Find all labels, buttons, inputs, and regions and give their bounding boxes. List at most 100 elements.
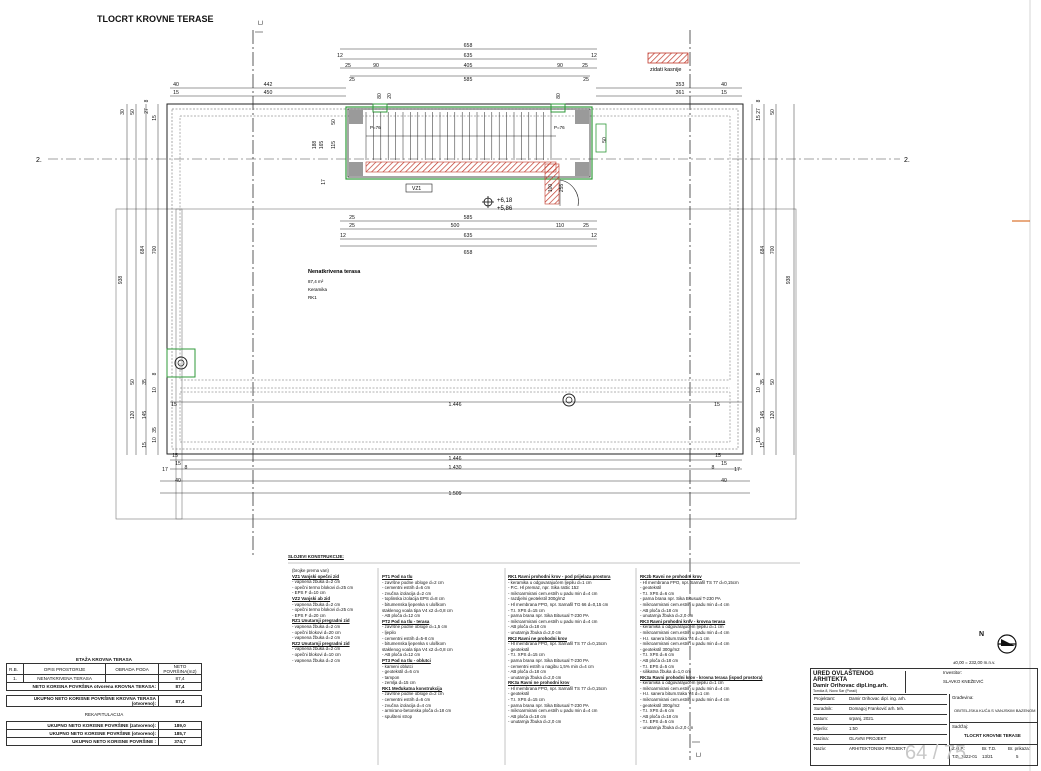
legend-line: - keramika u odgovarajućem ljepilu d=1 c…: [640, 680, 724, 686]
legend-line: RZ1 Unutarnji pregradni zid: [292, 618, 350, 624]
dimension-label: 90: [373, 63, 379, 69]
dimension-label: 50: [130, 379, 136, 385]
investor-cell: Investitor: SLAVKO KNEŽEVIĆ: [907, 670, 1037, 692]
recap-row-label: UKUPNO NETO KORISNE POVRŠINE (otvoreno):: [6, 729, 159, 738]
legend-line: - vapnena žbuka d=2 cm: [292, 657, 341, 663]
legend-line: - H.I. sanera bitum.traka V4 d=1 cm: [640, 635, 710, 641]
dimension-label: 12: [337, 53, 343, 59]
sadrzaj-label: Sadržaj:: [952, 724, 969, 729]
legend-line: - T.I. XPS d=15 cm: [508, 652, 545, 658]
dimension-label: 50: [770, 379, 776, 385]
legend-title: SLOJEVI KONSTRUKCIJE:: [288, 554, 344, 559]
recap-row-value: 374,7: [158, 737, 202, 746]
legend-line: - Hl membrana FPO, npr. Sarnafil TG 66 d…: [508, 601, 609, 607]
stair-pitch-left: P=76: [370, 125, 381, 130]
legend-line: - EPS F d=20 cm: [292, 612, 326, 618]
legend-line: - cementni estrih d=6 cm: [382, 697, 431, 703]
legend-line: - P.C. Hl premaz, npr. Sika rattic 152: [508, 585, 579, 591]
legend-line: - vapnena žbuka d=2 cm: [292, 579, 341, 585]
dimension-label: 15: [171, 402, 177, 408]
legend-line: - AB ploča d=18 cm: [640, 713, 679, 719]
dimension-label: 658: [464, 43, 473, 49]
dimension-label: 50: [770, 109, 776, 115]
legend-line: - zvučna izolacija d=2 cm: [382, 590, 432, 596]
legend-line: - T.I. XPS d=15 cm: [508, 697, 545, 703]
row-suradnik: Suradnik: Domagoj Franković arh. teh.: [813, 704, 947, 714]
dimension-label: 17: [321, 179, 327, 185]
dimension-label: 50: [602, 137, 608, 143]
dimension-label: 10: [152, 437, 158, 443]
legend-line: - bitumenska ljepenka s uloškom: [382, 601, 446, 607]
dimension-label: 17: [734, 467, 740, 473]
naziv-label: Naziv:: [814, 746, 827, 751]
room-finish: Keramika: [308, 287, 328, 292]
area-table-title: ETAŽA KROVNA TERASA: [76, 657, 132, 662]
legend-line: - cementni estrih d=5-8 cm: [382, 635, 435, 641]
dimension-label: 8: [756, 372, 762, 375]
title-block: URED OVLAŠTENOG ARHITEKTA Damir Orihovac…: [810, 668, 1038, 766]
legend-line: - bitumenska ljepenka s uloškom: [382, 641, 446, 647]
projektant-label: Projektant:: [814, 696, 835, 701]
legend-column-1: (brojke prema van)VZ1 Vanjski opečni zid…: [292, 568, 353, 663]
broj-value: 13/21: [982, 754, 993, 759]
legend-line: - mikroarmirani cem.estrih u padu min d=…: [508, 590, 598, 596]
zop-label: Z.O.P.:: [952, 746, 966, 751]
firm-info: URED OVLAŠTENOG ARHITEKTA Damir Orihovac…: [813, 671, 906, 693]
dimension-label: 8: [144, 99, 150, 102]
dimension-label: 145: [142, 411, 148, 420]
legend-line: - H.I. sanera bitum.traka V4 d=1 cm: [640, 691, 710, 697]
legend-line: - T.I. XPS d=15 cm: [508, 607, 545, 613]
legend-line: - mikroarmirani cem.estrih u padu min d=…: [640, 697, 730, 703]
dimension-label: 353: [676, 82, 685, 88]
mjerilo-label: Mjerilo:: [814, 726, 829, 731]
legend-line: - AB ploča d=18 cm: [508, 624, 547, 630]
row-projektant: Projektant: Damir Orihovac dipl. ing. ar…: [813, 694, 947, 704]
legend-line: VZ1 Vanjski opečni zid: [292, 573, 340, 579]
legend-line: - armirano-betonska ploča d=18 cm: [382, 708, 452, 714]
legend-line: - T.I. EPS d=5 cm: [640, 719, 675, 725]
legend-line: - geotekstil: [508, 691, 530, 697]
dimension-label: 450: [264, 90, 273, 96]
legend-line: - AB ploča d=18 cm: [508, 669, 547, 675]
dimension-label: 684: [760, 246, 766, 255]
room-name: Nenatkrivena terasa: [308, 269, 361, 275]
legend-line: staklenog voala tipa V4 x2 d=0,8 cm: [382, 607, 453, 613]
dimension-label: 12: [591, 233, 597, 239]
firm-address: Tomića 8, Novo Sar (Porač): [813, 689, 858, 693]
legend-line: - AB ploča d=18 cm: [640, 657, 679, 663]
table-row: 1. NENATKRIVENA TERASA 87,4: [6, 674, 202, 683]
legend-line: - mikroarmirani cem.estrih u padu min d=…: [640, 601, 730, 607]
dimension-label: 15: [714, 402, 720, 408]
dimension-label: 12: [591, 53, 597, 59]
dimension-label: 938: [786, 276, 792, 285]
total-open-value: 87,4: [158, 682, 202, 691]
legend-column-3: RK1 Ravni prohodni krov - pod prijelaza …: [508, 574, 610, 725]
dimension-label: 165: [319, 141, 325, 150]
legend-line: - razdjelni geotekstil 300g/m2: [508, 596, 566, 602]
mjerilo-value: 1:50: [849, 726, 858, 731]
dimension-label: 12: [340, 233, 346, 239]
legend-line: - završne podne obloge d=2 cm: [382, 579, 444, 585]
investor-label: Investitor:: [943, 670, 963, 675]
dimension-label: 8: [712, 465, 715, 471]
dimension-label: 35: [142, 379, 148, 385]
dimension-label: 35: [760, 379, 766, 385]
dimension-label: 25: [349, 215, 355, 221]
legend-column-4: RK2b Ravni ne prohodni krov- Hl membrana…: [640, 574, 762, 731]
dimension-label: 15: [175, 461, 181, 467]
dimension-label: 15: [142, 442, 148, 448]
legend-line: (brojke prema van): [292, 568, 329, 573]
naziv-value: ARHITEKTONSKI PROJEKT: [849, 746, 906, 751]
stair-pitch-right: P=76: [554, 125, 565, 130]
dimension-label: 1.430: [449, 465, 462, 471]
legend-line: - geotekstil d=6 cm: [382, 669, 419, 675]
dimension-label: 145: [760, 411, 766, 420]
section-marker-right: 2.: [904, 157, 910, 164]
gradevina-value: OBITELJSKA KUĆA S VANJSKIM BAZENOM: [954, 708, 1036, 713]
reference-mark: └┘: [694, 752, 703, 760]
dimension-label: 100: [548, 184, 554, 193]
dimension-label: 585: [464, 77, 473, 83]
dimension-label: 1.509: [449, 491, 462, 497]
north-arrow-icon: [997, 634, 1017, 654]
